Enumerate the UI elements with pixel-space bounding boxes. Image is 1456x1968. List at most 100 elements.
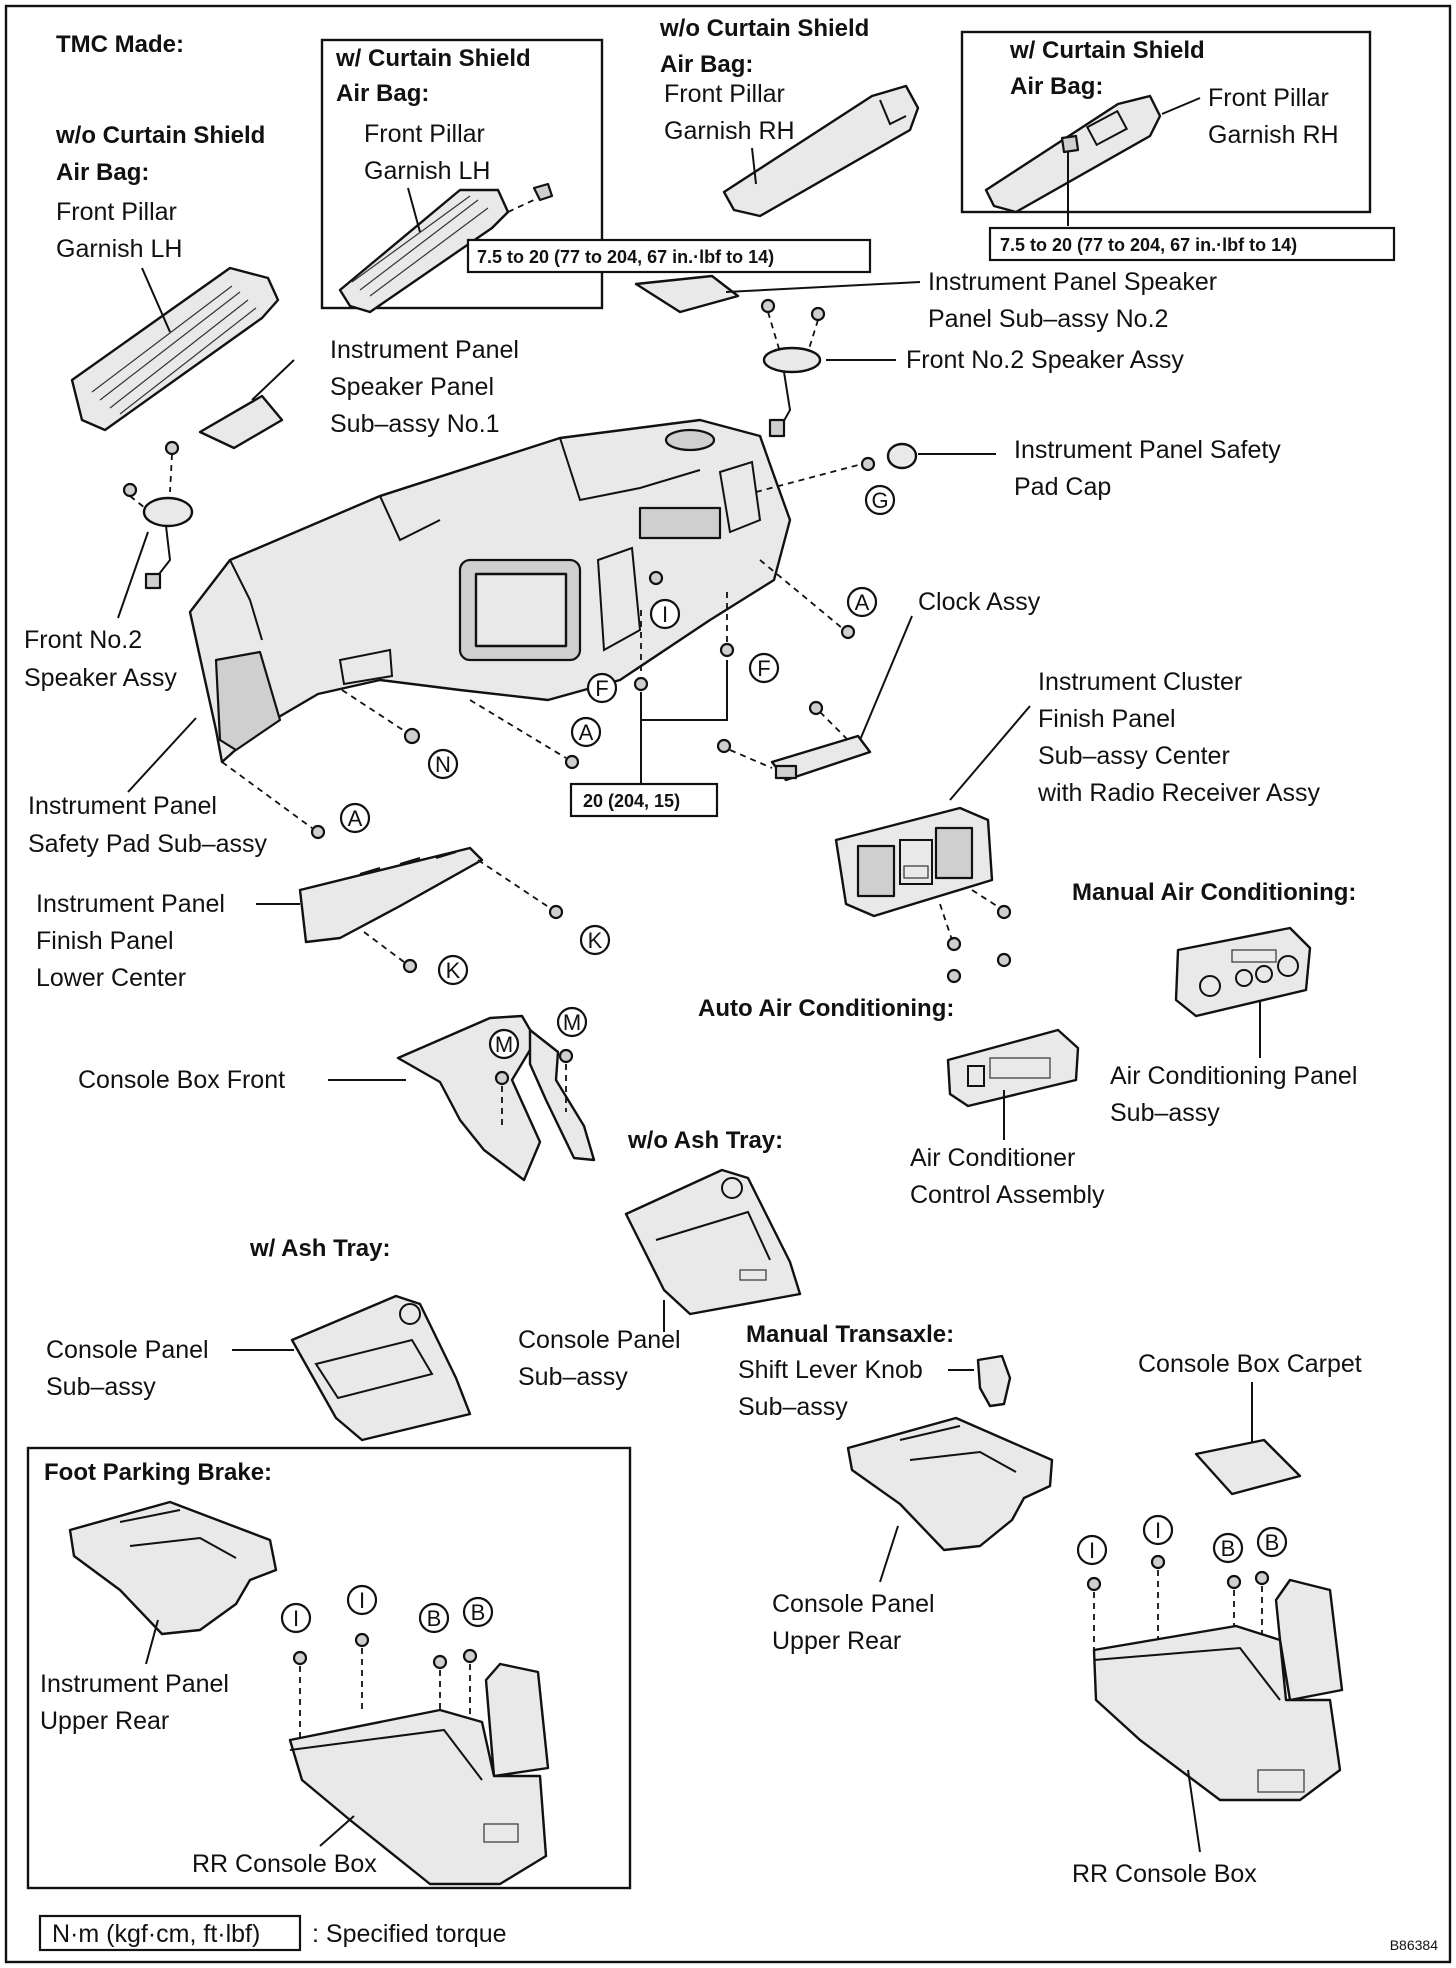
label-spk-panel1-2: Speaker Panel — [330, 373, 494, 401]
bolt-i-1 — [648, 570, 664, 586]
torque-box-pillar-left — [466, 238, 872, 274]
label-ac-control-2: Control Assembly — [910, 1181, 1105, 1209]
svg-text:N: N — [435, 752, 451, 777]
svg-text:F: F — [757, 656, 770, 681]
outer-frame — [4, 4, 1452, 1964]
leader-torque-f — [640, 660, 728, 721]
clip-m-1 — [558, 1048, 574, 1064]
front-pillar-garnish-rh-wo — [722, 84, 920, 218]
marker-a-3: A — [339, 802, 371, 834]
dash-cluster-1 — [971, 889, 1001, 909]
front-pillar-garnish-lh-wo — [70, 266, 280, 432]
marker-i-l2: I — [346, 1584, 378, 1616]
label-cluster-3: Sub–assy Center — [1038, 742, 1230, 770]
leader-pillar-rh-wo — [751, 147, 757, 185]
bolt-b-l2 — [462, 1648, 478, 1664]
rr-console-box-left — [288, 1662, 550, 1886]
screw-k-1 — [548, 904, 564, 920]
svg-text:M: M — [563, 1010, 581, 1035]
screw-cluster-1 — [996, 904, 1012, 920]
bolt-b-r1 — [1226, 1574, 1242, 1590]
label-clock: Clock Assy — [918, 588, 1041, 616]
bolt-i-r2 — [1150, 1554, 1166, 1570]
svg-text:I: I — [359, 1588, 365, 1613]
label-lower-center-2: Finish Panel — [36, 927, 174, 955]
svg-text:K: K — [446, 958, 461, 983]
label-cluster-1: Instrument Cluster — [1038, 668, 1242, 696]
label-rr-console-right: RR Console Box — [1072, 1860, 1257, 1888]
label-upper-rear-1: Instrument Panel — [40, 1670, 229, 1698]
label-pillar-lh-wo-2: Garnish LH — [56, 235, 182, 263]
console-box-carpet — [1194, 1438, 1302, 1496]
label-safety-pad-2: Safety Pad Sub–assy — [28, 830, 268, 858]
header-tmc-made: TMC Made: — [56, 31, 184, 58]
clock-assy — [770, 734, 872, 782]
bolt-i-l1 — [292, 1650, 308, 1666]
shift-lever-knob — [976, 1354, 1012, 1408]
header-w-curtain-left-2: Air Bag: — [336, 80, 429, 107]
front-no2-speaker-right — [760, 298, 826, 438]
label-shift-knob-2: Sub–assy — [738, 1393, 848, 1421]
instrument-panel-upper-rear — [68, 1500, 278, 1636]
leader-rr-console-left — [319, 1815, 355, 1847]
label-pillar-rh-w-1: Front Pillar — [1208, 84, 1329, 112]
dash-a-3 — [221, 761, 313, 829]
marker-a-1: A — [846, 586, 878, 618]
speaker-panel-no2 — [634, 274, 740, 314]
header-manual-transaxle: Manual Transaxle: — [746, 1321, 954, 1348]
leader-cluster — [949, 705, 1031, 801]
screw-cluster-3 — [946, 936, 962, 952]
label-shift-knob-1: Shift Lever Knob — [738, 1356, 923, 1384]
leader-pillar-rh-w — [1161, 97, 1201, 115]
marker-f-2: F — [586, 672, 618, 704]
label-cluster-2: Finish Panel — [1038, 705, 1176, 733]
box-w-curtain-right — [960, 30, 1372, 214]
svg-text:I: I — [1089, 1538, 1095, 1563]
screw-clock-1 — [808, 700, 824, 716]
marker-m-2: M — [488, 1028, 520, 1060]
header-wo-curtain-right-1: w/o Curtain Shield — [659, 15, 869, 42]
svg-text:B: B — [1265, 1530, 1280, 1555]
speaker-panel-no1 — [198, 394, 284, 450]
dash-a-2 — [469, 699, 567, 759]
label-console-panel-w-2: Sub–assy — [46, 1373, 156, 1401]
label-spk-panel2-2: Panel Sub–assy No.2 — [928, 305, 1168, 333]
screw-cluster-4 — [946, 968, 962, 984]
box-w-curtain-left — [320, 38, 604, 310]
marker-i-r2: I — [1142, 1514, 1174, 1546]
marker-m-1: M — [556, 1006, 588, 1038]
label-pillar-lh-wo-1: Front Pillar — [56, 198, 177, 226]
marker-b-r2: B — [1256, 1526, 1288, 1558]
box-foot-parking-brake — [26, 1446, 632, 1890]
label-spk2-left-2: Speaker Assy — [24, 664, 177, 692]
svg-text:I: I — [293, 1606, 299, 1631]
header-auto-ac: Auto Air Conditioning: — [698, 995, 954, 1022]
front-no2-speaker-left — [122, 440, 194, 590]
nut-n — [403, 727, 421, 745]
label-console-panel-wo-2: Sub–assy — [518, 1363, 628, 1391]
screw-cluster-2 — [996, 952, 1012, 968]
cluster-finish-panel — [834, 806, 994, 918]
marker-b-r1: B — [1212, 1532, 1244, 1564]
marker-k-1: K — [579, 924, 611, 956]
label-carpet: Console Box Carpet — [1138, 1350, 1362, 1378]
rr-console-box-right — [1092, 1578, 1344, 1802]
dash-n — [341, 689, 407, 733]
marker-i-1: I — [649, 598, 681, 630]
instrument-panel-safety-pad — [188, 418, 792, 764]
leader-upper-rear — [145, 1619, 159, 1665]
leader-pillar-lh-w — [407, 187, 421, 233]
svg-text:B: B — [471, 1600, 486, 1625]
diagram-code: B86384 — [1390, 1937, 1438, 1953]
header-wo-ash-tray: w/o Ash Tray: — [627, 1127, 783, 1154]
label-console-panel-wo-1: Console Panel — [518, 1326, 681, 1354]
bolt-f-2 — [633, 676, 649, 692]
label-upper-rear-2: Upper Rear — [40, 1707, 169, 1735]
header-manual-ac: Manual Air Conditioning: — [1072, 879, 1356, 906]
label-spk-panel1-3: Sub–assy No.1 — [330, 410, 500, 438]
svg-text:A: A — [579, 720, 594, 745]
torque-pillar-left: 7.5 to 20 (77 to 204, 67 in.·lbf to 14) — [477, 247, 774, 267]
bolt-i-r1 — [1086, 1576, 1102, 1592]
label-lower-center-1: Instrument Panel — [36, 890, 225, 918]
header-wo-curtain-right-2: Air Bag: — [660, 51, 753, 78]
